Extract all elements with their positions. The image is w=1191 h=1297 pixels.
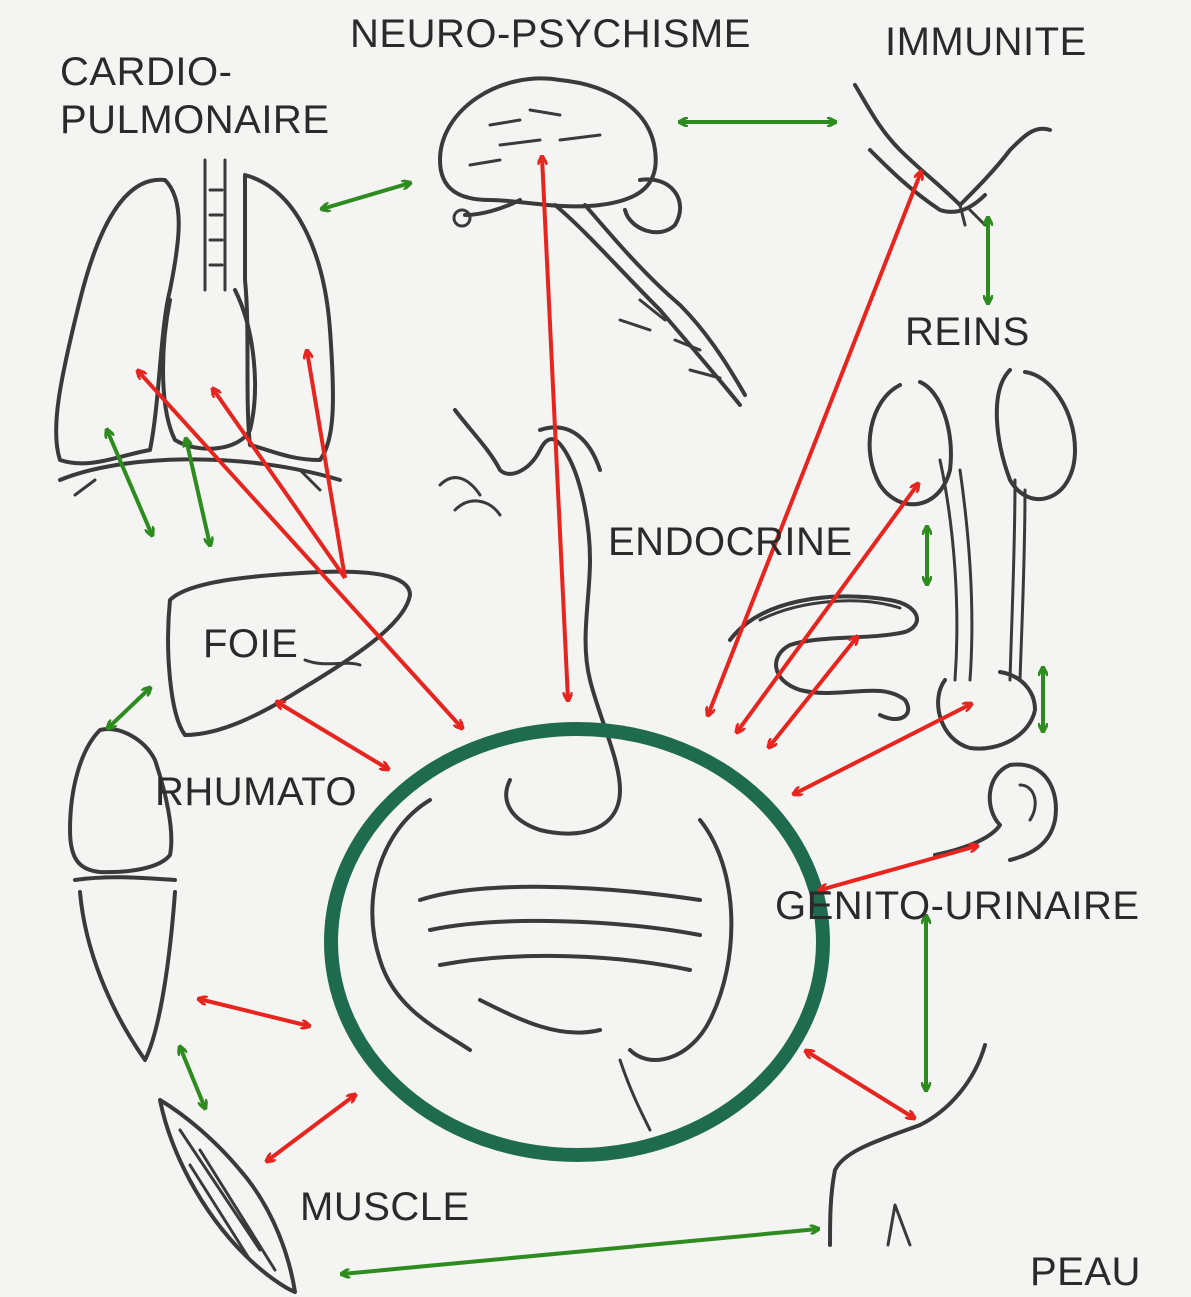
red-arrow-gut-knee [199, 999, 309, 1026]
muscle-icon [160, 1100, 295, 1292]
label-peau: PEAU [1030, 1250, 1141, 1294]
red-arrow-gut-lung-2 [307, 351, 345, 578]
label-cardio-line1: CARDIO- [60, 50, 232, 94]
green-arrow-lung-liver-2 [186, 439, 210, 545]
label-foie: FOIE [203, 622, 298, 666]
label-rhumato: RHUMATO [155, 770, 357, 814]
green-arrow-knee-muscle [180, 1047, 205, 1108]
label-neuro-psychisme: NEURO-PSYCHISME [350, 12, 751, 56]
red-arrow-gut-heart [213, 389, 345, 578]
red-arrow-gut-lung-1 [138, 371, 462, 728]
green-arrow-liver-knee [108, 688, 150, 728]
green-arrow-lung-liver-1 [107, 430, 152, 535]
label-genito-urinaire: GENITO-URINAIRE [775, 884, 1140, 928]
label-muscle: MUSCLE [300, 1185, 470, 1229]
label-immunite: IMMUNITE [885, 20, 1087, 64]
bladder-icon [935, 764, 1056, 860]
green-arrow-cardio-neuro [322, 183, 410, 209]
brain-icon [440, 78, 745, 405]
skin-icon [830, 1045, 985, 1245]
lungs-heart-icon [56, 160, 340, 495]
label-reins: REINS [905, 310, 1030, 354]
red-arrow-gut-liver [277, 702, 388, 769]
green-arrow-muscle-skin [342, 1229, 818, 1274]
red-arrow-gut-skin [806, 1051, 914, 1118]
gut-circle [331, 729, 823, 1155]
label-endocrine: ENDOCRINE [608, 520, 853, 564]
lymph-node-icon [855, 85, 1050, 225]
label-cardio-line2: PULMONAIRE [60, 98, 330, 142]
red-arrow-gut-muscle [267, 1095, 355, 1161]
